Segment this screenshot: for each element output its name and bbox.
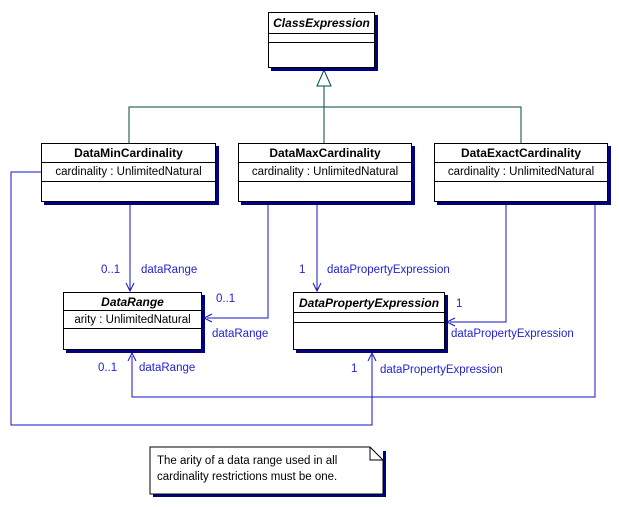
class-attribute: cardinality : UnlimitedNatural bbox=[447, 166, 595, 178]
attributes-compartment: arity : UnlimitedNatural bbox=[64, 311, 201, 329]
association-role-label: dataPropertyExpression bbox=[327, 264, 450, 276]
class-datarange: DataRange arity : UnlimitedNatural bbox=[63, 292, 202, 350]
association-role-label: dataRange bbox=[212, 328, 269, 340]
association-lines bbox=[10, 171, 596, 426]
class-title: ClassExpression bbox=[269, 13, 374, 34]
attributes-compartment bbox=[269, 34, 374, 43]
attributes-compartment: cardinality : UnlimitedNatural bbox=[42, 163, 215, 182]
association-multiplicity: 0..1 bbox=[98, 362, 118, 374]
class-title: DataMaxCardinality bbox=[239, 144, 411, 163]
class-datapropertyexpression: DataPropertyExpression bbox=[293, 292, 445, 350]
note-body bbox=[149, 446, 384, 495]
class-attribute: arity : UnlimitedNatural bbox=[74, 313, 191, 326]
attributes-compartment: cardinality : UnlimitedNatural bbox=[435, 163, 607, 182]
class-datamaxcardinality: DataMaxCardinality cardinality : Unlimit… bbox=[238, 143, 412, 202]
association-multiplicity: 1 bbox=[299, 264, 306, 276]
association-multiplicity: 1 bbox=[456, 298, 463, 310]
class-title: DataRange bbox=[64, 293, 201, 311]
assoc-exact-datarange bbox=[131, 205, 596, 398]
arrowhead-up-icon bbox=[367, 351, 377, 362]
generalization-bus bbox=[128, 106, 522, 143]
generalization-lines bbox=[128, 68, 522, 143]
class-attribute: cardinality : UnlimitedNatural bbox=[251, 166, 399, 178]
operations-compartment bbox=[42, 182, 215, 201]
note-shape bbox=[149, 446, 386, 497]
class-classexpression: ClassExpression bbox=[268, 12, 375, 68]
arrowhead-up-icon bbox=[127, 351, 137, 362]
class-attribute: cardinality : UnlimitedNatural bbox=[55, 166, 202, 178]
association-role-label: dataPropertyExpression bbox=[380, 364, 503, 376]
class-title: DataPropertyExpression bbox=[294, 293, 444, 313]
class-title: DataExactCardinality bbox=[435, 144, 607, 163]
generalization-triangle-icon bbox=[316, 68, 332, 87]
operations-compartment bbox=[435, 182, 607, 201]
operations-compartment bbox=[64, 329, 201, 349]
association-multiplicity: 0..1 bbox=[101, 264, 121, 276]
arrowhead-left-icon bbox=[445, 317, 456, 327]
note-text: The arity of a data range used in all ca… bbox=[157, 455, 338, 483]
arrowhead-down-icon bbox=[125, 282, 135, 293]
association-role-label: dataRange bbox=[141, 264, 198, 276]
operations-compartment bbox=[269, 43, 374, 67]
note-fold-corner-icon bbox=[369, 447, 383, 461]
class-datamincardinality: DataMinCardinality cardinality : Unlimit… bbox=[41, 143, 216, 202]
attributes-compartment: cardinality : UnlimitedNatural bbox=[239, 163, 411, 182]
attributes-compartment bbox=[294, 313, 444, 323]
arrowhead-left-icon bbox=[202, 313, 213, 323]
class-dataexactcardinality: DataExactCardinality cardinality : Unlim… bbox=[434, 143, 608, 202]
arrowhead-down-icon bbox=[312, 282, 322, 293]
assoc-exact-dpe bbox=[450, 205, 507, 323]
assoc-min-dpe bbox=[10, 171, 373, 426]
association-multiplicity: 0..1 bbox=[216, 293, 236, 305]
assoc-max-datarange bbox=[207, 203, 269, 319]
association-multiplicity: 1 bbox=[351, 363, 358, 375]
class-title: DataMinCardinality bbox=[42, 144, 215, 163]
association-role-label: dataPropertyExpression bbox=[451, 328, 574, 340]
operations-compartment bbox=[239, 182, 411, 201]
association-role-label: dataRange bbox=[139, 362, 196, 374]
operations-compartment bbox=[294, 323, 444, 349]
